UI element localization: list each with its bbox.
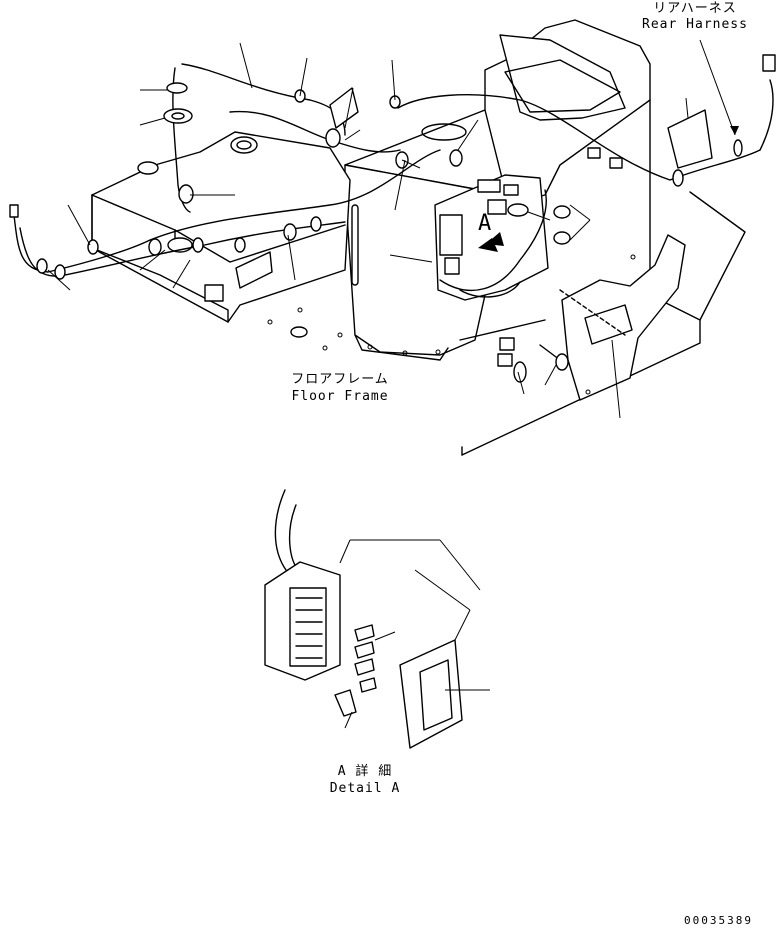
floor-frame-label-en: Floor Frame bbox=[291, 389, 389, 404]
floor-frame-label-jp: フロアフレーム bbox=[291, 372, 389, 387]
view-marker-a: A bbox=[478, 211, 493, 236]
side-panel bbox=[559, 234, 686, 401]
detail-a-label-jp: A 詳 細 bbox=[337, 764, 393, 779]
detail-a-label-en: Detail A bbox=[329, 781, 401, 796]
drawing-number: 00035389 bbox=[684, 914, 753, 927]
leader-lines bbox=[47, 39, 739, 419]
wire-harness bbox=[9, 54, 776, 383]
rear-harness-label-en: Rear Harness bbox=[642, 17, 748, 32]
electrical-box bbox=[434, 174, 571, 301]
rear-harness-label-jp: リアハーネス bbox=[653, 1, 737, 16]
detail-a-drawing bbox=[264, 489, 490, 749]
